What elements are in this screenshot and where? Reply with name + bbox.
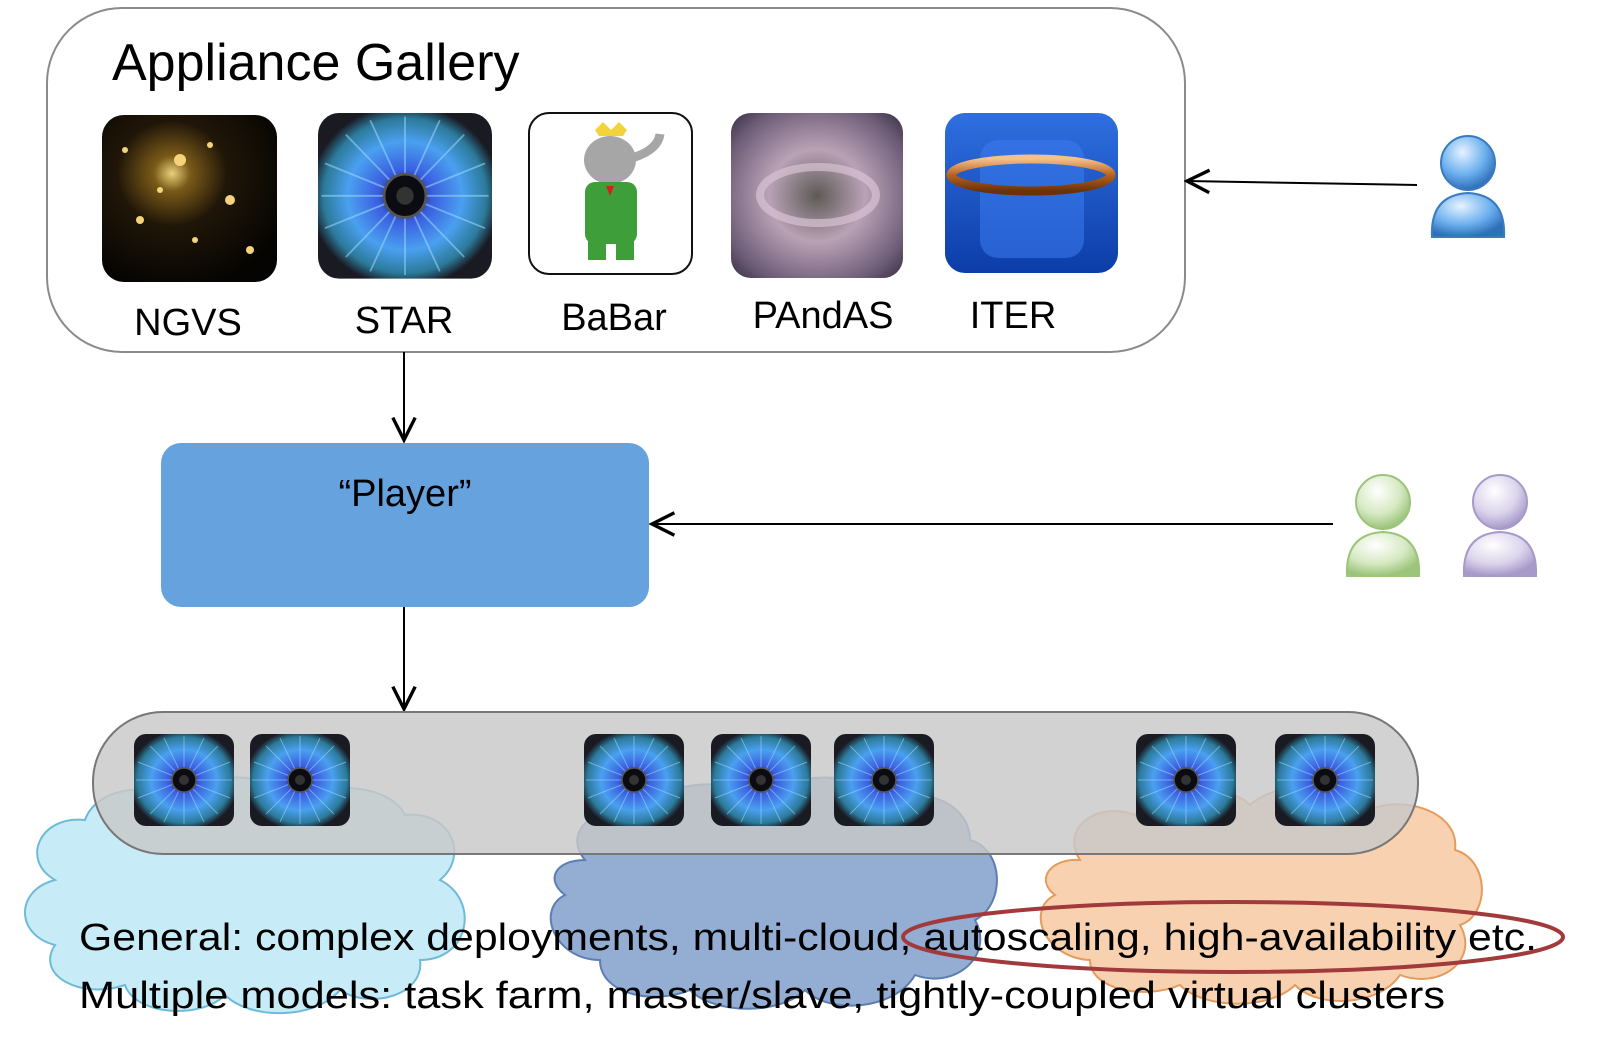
player-label: “Player” (338, 473, 471, 515)
user-icon (1462, 474, 1538, 577)
vm-instance[interactable] (133, 733, 235, 827)
vm-instance[interactable] (1274, 733, 1376, 827)
highlight-ellipse (901, 900, 1565, 974)
nebula-image-icon (731, 113, 903, 278)
babar-appliance[interactable]: BaBar (528, 112, 693, 339)
vm-group (583, 733, 935, 827)
appliance-label-iter: ITER (970, 295, 1057, 337)
appliance-label-babar: BaBar (561, 297, 667, 339)
galaxy-stars (122, 142, 254, 254)
particle-collision-image-icon (316, 111, 494, 280)
vm-instance[interactable] (833, 733, 935, 827)
vm-instance[interactable] (583, 733, 685, 827)
gallery-title: Appliance Gallery (112, 34, 520, 92)
player-box[interactable] (161, 443, 649, 607)
star-appliance[interactable]: STAR (316, 111, 494, 342)
notes-line-1: General: complex deployments, multi-clou… (79, 917, 1537, 959)
arrow-user-to-gallery (1187, 181, 1418, 185)
tokamak-ring (946, 154, 1116, 196)
elephant-figure (584, 122, 665, 260)
tokamak-vessel (980, 140, 1084, 258)
user-icon (1430, 135, 1506, 238)
vm-instance[interactable] (1135, 733, 1237, 827)
appliance-label-star: STAR (355, 300, 454, 342)
notes-line-2: Multiple models: task farm, master/slave… (79, 975, 1445, 1017)
user-icon (1345, 474, 1421, 577)
appliance-label-ngvs: NGVS (134, 302, 242, 344)
vm-instance[interactable] (249, 733, 351, 827)
galaxy-cluster-image-icon (102, 115, 277, 282)
vm-instance[interactable] (710, 733, 812, 827)
ngvs-appliance[interactable]: NGVS (102, 115, 277, 344)
iter-appliance[interactable]: ITER (945, 113, 1118, 337)
nebula-swirl (756, 163, 880, 227)
pandas-appliance[interactable]: PAndAS (731, 113, 903, 337)
appliance-label-pandas: PAndAS (753, 295, 894, 337)
